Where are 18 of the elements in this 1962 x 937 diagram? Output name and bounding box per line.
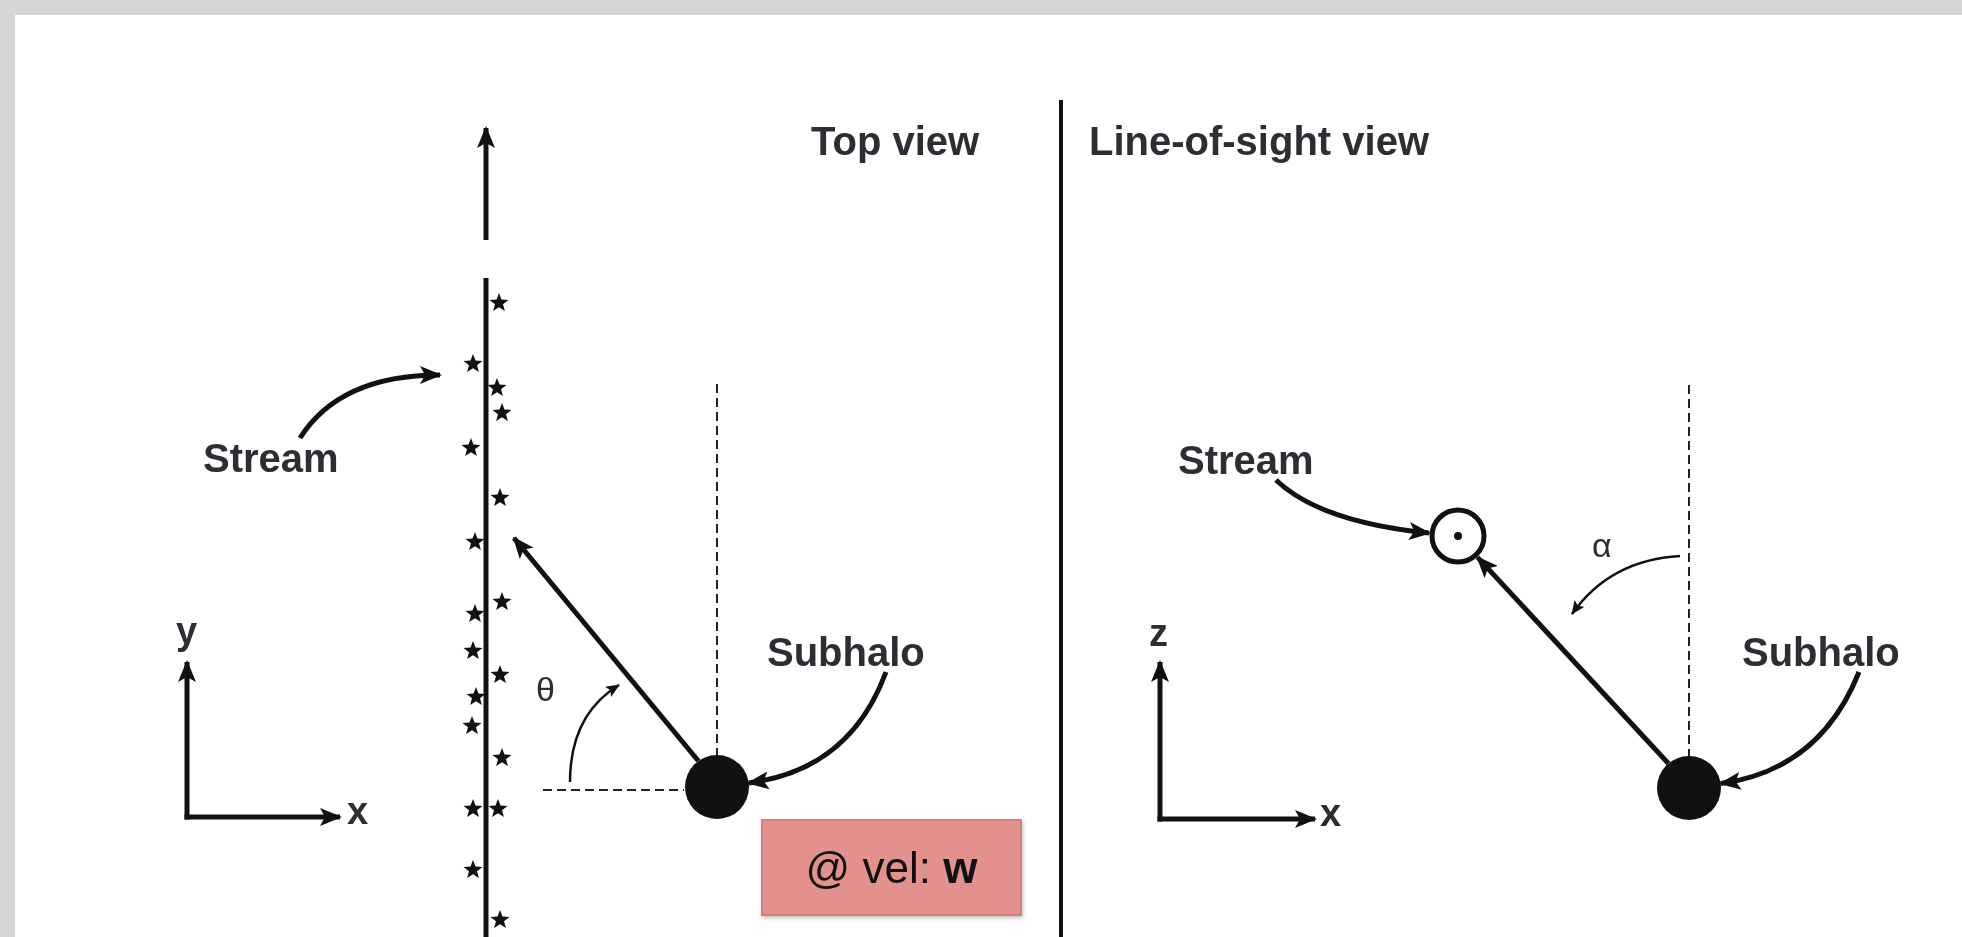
velocity-arrow [512, 536, 701, 763]
subhalo-label: Subhalo [767, 632, 925, 672]
stream-label: Stream [1178, 440, 1314, 480]
axis-label: x [347, 792, 369, 830]
view-heading: Line-of-sight view [1089, 121, 1429, 161]
axis-label: y [176, 612, 198, 650]
leader-arrow [297, 366, 442, 440]
annotation-tag: @ vel: w [761, 819, 1022, 916]
axis-label: x [1320, 794, 1342, 832]
angle-label: θ [536, 672, 555, 706]
view-heading: Top view [811, 121, 980, 161]
subhalo-label: Subhalo [1742, 632, 1900, 672]
angle-label: α [1592, 528, 1612, 562]
leader-arrow [1718, 671, 1862, 789]
leader-arrow [1274, 478, 1432, 540]
stream-label: Stream [203, 438, 339, 478]
axis-label: z [1149, 614, 1168, 652]
velocity-arrow [1475, 555, 1671, 766]
